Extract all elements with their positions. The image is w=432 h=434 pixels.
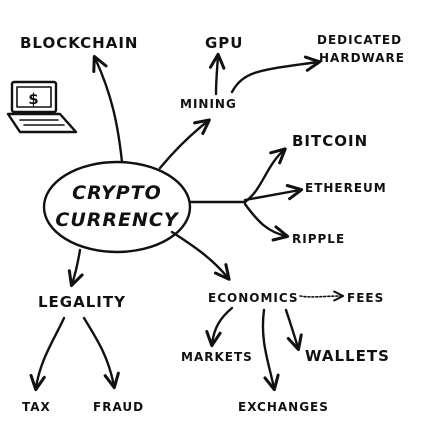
central-topic: CRYPTO CURRENCY [42,160,192,254]
node-bitcoin: BITCOIN [292,132,368,150]
node-ethereum: ETHEREUM [305,181,387,195]
arrow-to-exchanges [261,308,280,392]
arrow-to-ripple [243,202,290,242]
arrow-to-markets [205,306,234,348]
node-mining: MINING [180,97,237,111]
central-topic-line2: CURRENCY [55,209,179,231]
node-ripple: RIPPLE [292,232,345,246]
node-legality: LEGALITY [38,293,126,311]
laptop-dollar-symbol: $ [28,90,39,108]
arrow-to-economics [170,230,231,281]
node-dedicated-hardware-line1: DEDICATED [317,33,402,47]
arrow-to-ethereum [243,183,304,202]
arrow-to-fraud [82,316,120,390]
node-blockchain: BLOCKCHAIN [20,34,138,52]
node-dedicated-hardware-line2: HARDWARE [319,51,405,65]
arrow-to-legality [67,248,84,288]
node-tax: TAX [22,400,51,414]
node-markets: MARKETS [181,350,253,364]
central-ellipse [42,160,192,254]
node-wallets: WALLETS [305,347,390,365]
arrow-to-mining [158,118,211,170]
node-exchanges: EXCHANGES [238,400,329,414]
arrow-to-wallets [284,308,303,352]
arrow-to-fees [299,290,345,302]
connectors [29,52,345,392]
arrow-mining-to-hardware [230,55,322,94]
node-gpu: GPU [205,34,244,52]
node-fees: FEES [347,291,384,305]
node-fraud: FRAUD [93,400,144,414]
node-economics: ECONOMICS [208,291,299,305]
arrow-mining-to-gpu [208,52,226,96]
arrow-to-tax [29,316,66,392]
central-topic-line1: CRYPTO [72,182,162,204]
laptop-icon: $ [6,80,78,134]
arrow-to-blockchain [92,54,124,164]
